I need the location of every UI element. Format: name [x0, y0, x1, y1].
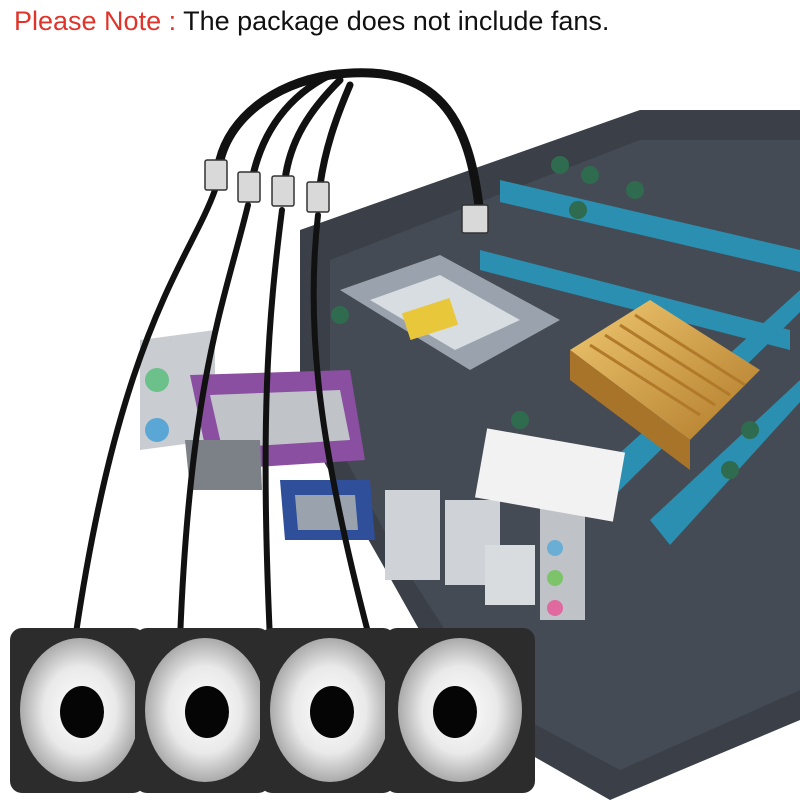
fan-3 [260, 628, 395, 793]
fan-1 [10, 628, 145, 793]
usb-ports [385, 490, 440, 580]
chipset-heatsink [570, 300, 760, 470]
cpu-socket [340, 255, 560, 370]
notice-label: Please Note : [14, 6, 177, 36]
atx-power-connector [474, 428, 626, 522]
fan-splitter-cable [72, 68, 485, 643]
notice-caption: Please Note : The package does not inclu… [14, 4, 609, 38]
serial-port [185, 440, 262, 490]
fan-2 [135, 628, 270, 793]
ethernet-port [485, 545, 535, 605]
audio-jacks [540, 500, 585, 620]
fans [10, 628, 535, 793]
notice-message: The package does not include fans. [183, 6, 610, 36]
cable-connectors [204, 159, 489, 234]
fan-4 [385, 628, 535, 793]
